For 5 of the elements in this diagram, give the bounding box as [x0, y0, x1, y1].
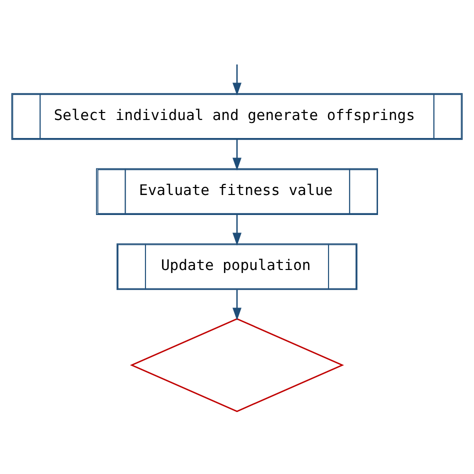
arrow — [232, 214, 242, 246]
arrow — [232, 289, 242, 320]
node-diamond — [130, 318, 344, 412]
arrow — [232, 64, 242, 96]
arrow — [232, 138, 242, 170]
